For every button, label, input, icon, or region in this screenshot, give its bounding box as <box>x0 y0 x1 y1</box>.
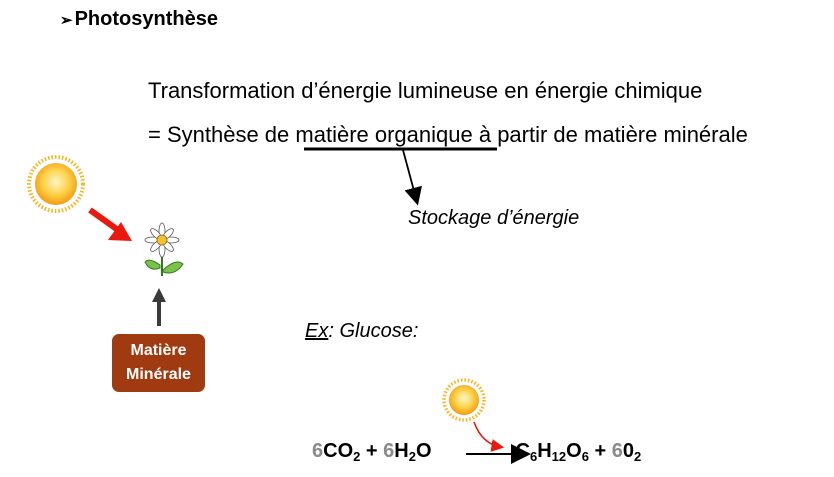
organic-matter-text: matière organique <box>295 122 473 147</box>
up-arrow-icon <box>152 288 166 326</box>
mineral-line-2: Minérale <box>126 366 191 383</box>
slide-title: ➢Photosynthèse <box>60 8 218 31</box>
mineral-line-1: Matière <box>130 342 187 359</box>
synthesis-line: = Synthèse de matière organique à partir… <box>148 122 748 148</box>
title-text: Photosynthèse <box>74 8 218 30</box>
light-input-arrow <box>473 421 505 452</box>
bullet-arrow-icon: ➢ <box>60 12 73 29</box>
formula: H <box>537 440 552 462</box>
subscript: 6 <box>529 449 538 464</box>
coefficient: 6 <box>312 440 324 462</box>
subscript: 2 <box>353 449 361 464</box>
example-text: : Glucose: <box>328 320 419 342</box>
subscript: 12 <box>551 449 567 464</box>
subscript: 2 <box>408 449 416 464</box>
mineral-matter-box: Matière Minérale <box>112 334 205 392</box>
red-arrow-icon <box>88 207 132 241</box>
plus-sign: + <box>360 440 384 462</box>
coefficient: 6 <box>611 440 623 462</box>
synthesis-prefix: = Synthèse de <box>148 122 296 147</box>
subscript: 2 <box>633 449 642 464</box>
formula: O <box>415 440 432 462</box>
flower-icon <box>144 222 184 276</box>
sun-icon <box>442 378 486 422</box>
plus-sign: + <box>588 440 612 462</box>
example-prefix: Ex <box>305 320 329 342</box>
sun-icon <box>27 155 85 213</box>
definition-line: Transformation d’énergie lumineuse en én… <box>148 78 703 103</box>
formula: H <box>394 440 409 462</box>
formula: 0 <box>622 440 634 462</box>
formula: CO <box>323 440 354 462</box>
example-label: Ex: Glucose: <box>305 320 418 343</box>
energy-storage-label: Stockage d’énergie <box>408 207 580 229</box>
coefficient: 6 <box>383 440 395 462</box>
formula: O <box>566 440 582 462</box>
synthesis-suffix: à partir de matière minérale <box>472 122 748 147</box>
subscript: 6 <box>581 449 589 464</box>
storage-arrow <box>402 149 422 206</box>
